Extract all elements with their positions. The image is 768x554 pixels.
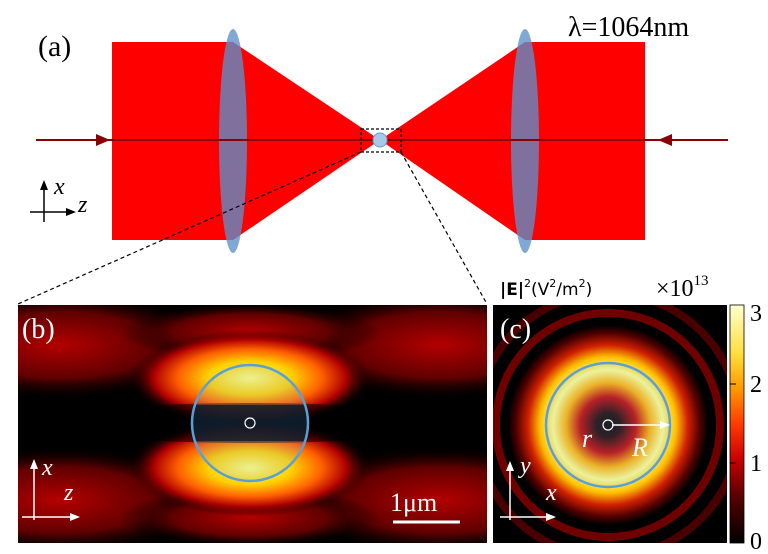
panel-a: (a) λ=1064nm x z (17, 12, 728, 305)
colorbar: 3 2 1 0 |E|2(V2/m2) ×1013 (500, 273, 762, 554)
panel-b: (b) x z 1μm (18, 305, 487, 543)
colorbar-tick-2: 2 (750, 372, 762, 398)
focus-region-box (360, 128, 402, 153)
colorbar-multiplier: ×1013 (656, 273, 709, 302)
inner-radius-label: r (582, 424, 593, 453)
colorbar-quantity-label: |E|2(V2/m2) (500, 277, 592, 300)
panel-a-label: (a) (38, 30, 71, 63)
zoom-line-right (400, 151, 488, 305)
scale-bar-label: 1μm (390, 488, 437, 517)
outer-radius-label: R (631, 433, 648, 462)
panel-b-particle-outline (190, 363, 310, 483)
panel-b-axis-horizontal: z (63, 480, 74, 506)
wavelength-label: λ=1064nm (568, 12, 689, 43)
colorbar-tick-0: 0 (750, 529, 762, 554)
panel-a-axis-vertical: x (53, 174, 65, 200)
panel-b-particle-center (244, 417, 256, 429)
right-beam-arrow (658, 134, 672, 146)
panel-c-axes: y x (500, 453, 557, 521)
panel-a-axes: x z (30, 174, 88, 222)
trapped-particle (372, 132, 388, 148)
colorbar-tick-1: 1 (750, 451, 762, 477)
panel-b-axes: x z (22, 455, 80, 521)
intensity-ring (508, 325, 708, 525)
upper-intensity-lobe (130, 330, 370, 426)
colorbar-gradient (729, 304, 745, 544)
panel-a-axis-horizontal: z (77, 192, 88, 218)
panel-b-label: (b) (22, 314, 55, 345)
panel-c: r R (c) y x (493, 305, 727, 543)
left-beam-arrow (96, 134, 110, 146)
lower-intensity-lobe (130, 420, 370, 516)
colorbar-tick-3: 3 (750, 301, 762, 327)
panel-b-axis-vertical: x (41, 455, 53, 481)
panel-c-label: (c) (500, 314, 531, 345)
panel-c-axis-horizontal: x (545, 480, 557, 506)
panel-c-axis-vertical: y (518, 453, 531, 479)
